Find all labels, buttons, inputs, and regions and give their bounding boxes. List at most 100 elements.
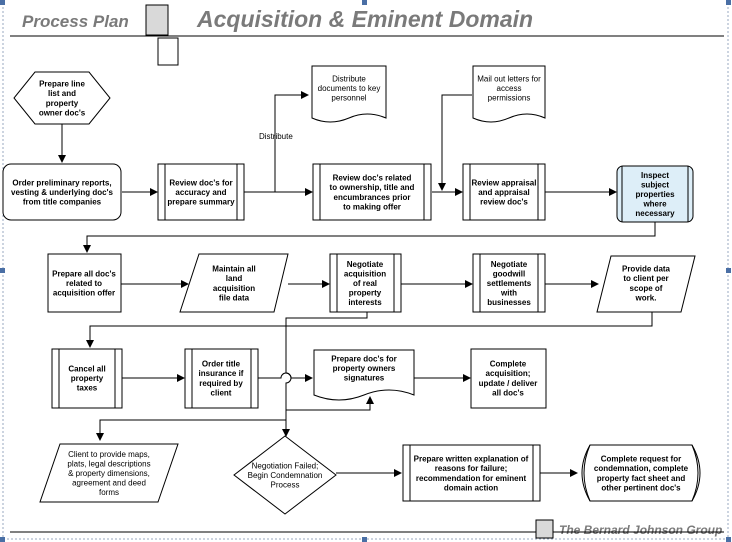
order-title-insurance-line: required by (199, 379, 243, 388)
complete-acquisition-shape (470, 348, 547, 409)
provide-data-line: to client per (623, 274, 668, 283)
written-explanation-line: Prepare written explanation of (414, 455, 529, 464)
negotiation-failed-shape (233, 435, 337, 515)
distribute-docs-line: personnel (331, 94, 366, 103)
order-reports-line: from title companies (23, 198, 102, 207)
client-maps-shape (39, 443, 179, 503)
distribute-docs-shape (311, 65, 387, 123)
prepare-line-list-line: Prepare line (39, 80, 85, 89)
section-title: Process Plan (22, 12, 129, 31)
edge-label-distribute: Distribute (259, 132, 293, 141)
mail-letters-line: access (497, 84, 522, 93)
prepare-signatures-line: property owners (333, 364, 396, 373)
client-maps-line: & property dimensions, (68, 469, 150, 478)
inspect-properties-line: Inspect (641, 171, 669, 180)
review-appraisal-line: Review appraisal (472, 178, 537, 187)
review-ownership-line: Review doc's related (333, 174, 412, 183)
prepare-offer-shape (47, 253, 122, 313)
distribute-docs-line: Distribute (332, 74, 366, 83)
condemnation-request-line: Complete request for (601, 455, 681, 464)
client-maps-line: agreement and deed (72, 479, 146, 488)
prepare-offer-line: acquisition offer (53, 289, 115, 298)
review-accuracy-line: accuracy and (175, 188, 226, 197)
order-title-insurance-line: Order title (202, 360, 241, 369)
review-accuracy-shape (157, 163, 245, 221)
complete-acquisition-line: acquisition; (486, 369, 531, 378)
negotiate-acquisition-line: Negotiate (347, 260, 384, 269)
shapes (2, 65, 701, 515)
negotiate-acquisition-line: property (349, 289, 382, 298)
condemnation-request-line: other pertinent doc's (601, 483, 681, 492)
complete-acquisition-line: update / deliver (479, 379, 538, 388)
negotiate-goodwill-line: businesses (487, 298, 531, 307)
order-title-insurance-line: client (211, 388, 232, 397)
review-ownership-line: to ownership, title and (330, 183, 415, 192)
provide-data-line: work. (635, 293, 657, 302)
client-maps-line: forms (99, 488, 119, 497)
negotiate-goodwill-line: settlements (487, 279, 532, 288)
written-explanation-line: reasons for failure; (435, 464, 507, 473)
order-title-insurance-shape (184, 348, 259, 409)
inspect-properties-line: properties (635, 190, 675, 199)
review-appraisal-line: and appraisal (478, 188, 530, 197)
written-explanation-shape (402, 444, 541, 502)
inspect-properties-line: where (642, 200, 667, 209)
page-title: Acquisition & Eminent Domain (197, 6, 534, 32)
review-accuracy-line: prepare summary (167, 198, 235, 207)
condemnation-request-line: condemnation, complete (594, 464, 689, 473)
prepare-line-list-line: property (46, 99, 79, 108)
provide-data-shape (596, 255, 696, 313)
complete-acquisition-line: Complete (490, 360, 527, 369)
maintain-land-line: file data (219, 293, 250, 302)
inspect-properties-line: subject (641, 180, 669, 189)
order-title-insurance-line: insurance if (199, 369, 244, 378)
client-maps-line: plats, legal descriptions (67, 459, 150, 468)
mail-letters-shape (472, 65, 546, 123)
distribute-docs-line: documents to key (318, 84, 381, 93)
prepare-line-list-line: owner doc's (39, 108, 86, 117)
written-explanation-line: domain action (444, 483, 498, 492)
negotiation-failed-line: Negotiation Failed; (252, 461, 319, 470)
negotiate-goodwill-line: goodwill (493, 269, 525, 278)
review-ownership-line: encumbrances prior (334, 193, 411, 202)
negotiate-acquisition-line: of real (353, 279, 377, 288)
maintain-land-shape (179, 253, 289, 313)
mail-letters-line: permissions (488, 94, 531, 103)
cancel-taxes-shape (51, 348, 123, 409)
negotiation-failed-line: Process (271, 481, 300, 490)
maintain-land-line: acquisition (213, 284, 255, 293)
negotiate-acquisition-line: acquisition (344, 269, 386, 278)
prepare-offer-line: related to (66, 279, 102, 288)
order-reports-line: Order preliminary reports, (12, 178, 111, 187)
footer-company: The Bernard Johnson Group (559, 523, 723, 537)
negotiate-acquisition-shape (329, 253, 402, 313)
negotiation-failed-line: Begin Condemnation (248, 471, 323, 480)
review-ownership-shape (312, 163, 432, 221)
cancel-taxes-line: Cancel all (68, 364, 105, 373)
negotiate-goodwill-shape (472, 253, 546, 313)
negotiate-goodwill-line: Negotiate (491, 260, 528, 269)
maintain-land-line: Maintain all (212, 265, 256, 274)
review-appraisal-line: review doc's (480, 198, 528, 207)
written-explanation-line: recommendation for eminent (416, 474, 527, 483)
connectors (58, 91, 656, 477)
provide-data-line: scope of (630, 284, 663, 293)
selection-frame[interactable] (2, 3, 729, 540)
client-maps-line: Client to provide maps, (68, 450, 150, 459)
